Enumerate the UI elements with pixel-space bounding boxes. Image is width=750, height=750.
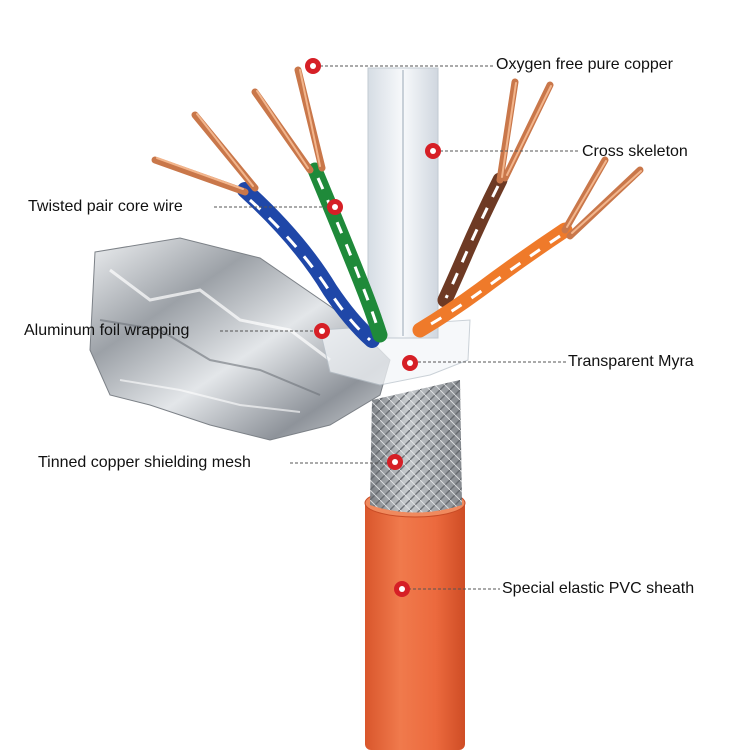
label-pvc-sheath: Special elastic PVC sheath — [502, 580, 695, 597]
label-tinned-copper-mesh: Tinned copper shielding mesh — [38, 454, 251, 471]
label-oxygen-free-copper: Oxygen free pure copper — [496, 56, 673, 73]
label-aluminum-foil: Aluminum foil wrapping — [24, 322, 190, 339]
callout-markers — [305, 58, 441, 597]
shielding-mesh — [370, 380, 462, 513]
marker-twisted-pair — [327, 199, 343, 215]
marker-transparent-myra — [402, 355, 418, 371]
marker-cross-skeleton — [425, 143, 441, 159]
twisted-pairs — [237, 162, 573, 348]
copper-highlights — [156, 69, 642, 234]
label-transparent-myra: Transparent Myra — [568, 353, 694, 370]
pvc-sheath — [364, 488, 466, 750]
label-cross-skeleton: Cross skeleton — [582, 143, 688, 160]
marker-tinned-copper-mesh — [387, 454, 403, 470]
marker-oxygen-free-copper — [305, 58, 321, 74]
aluminum-foil — [89, 237, 391, 441]
marker-pvc-sheath — [394, 581, 410, 597]
marker-aluminum-foil — [314, 323, 330, 339]
cross-skeleton — [367, 67, 439, 339]
leader-lines — [214, 65, 580, 590]
label-twisted-pair: Twisted pair core wire — [28, 198, 183, 215]
